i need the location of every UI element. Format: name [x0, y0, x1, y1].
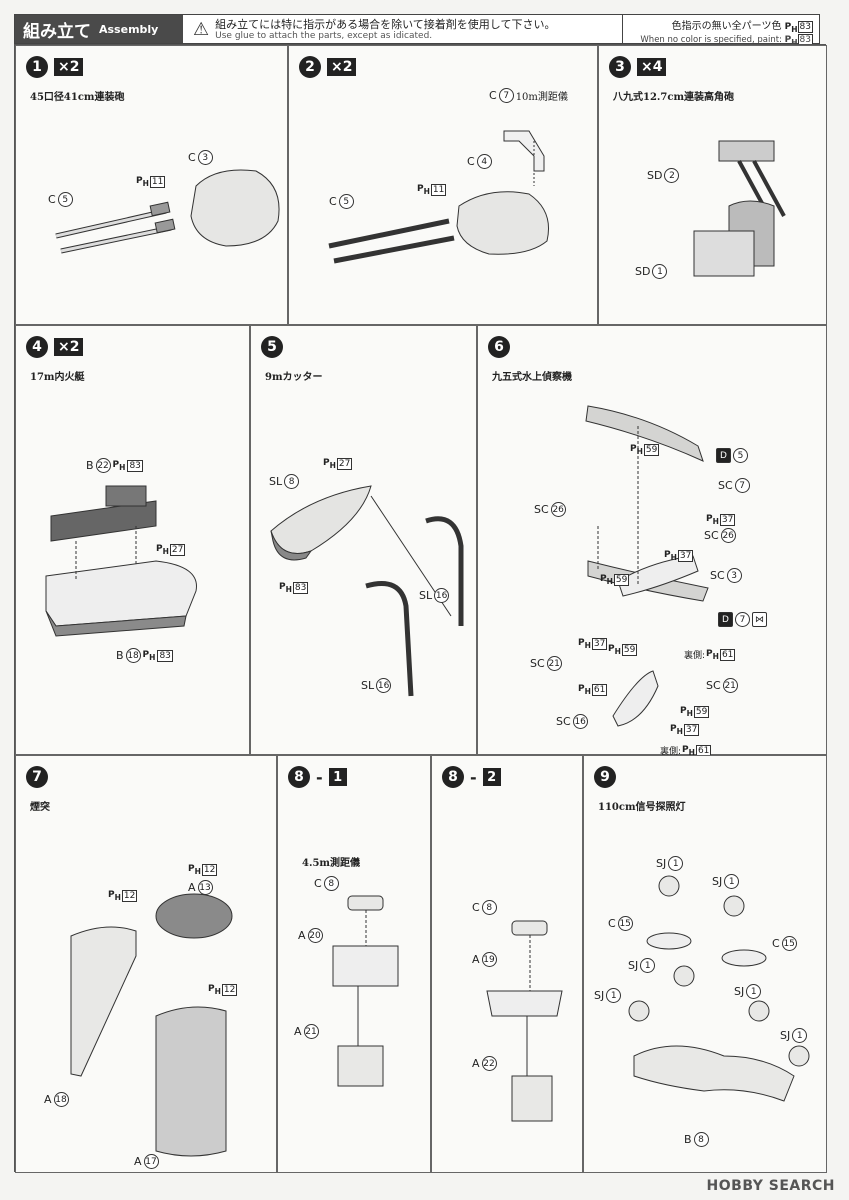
assembly-header: 組み立て Assembly ⚠ 組み立てには特に指示がある場合を除いて接着剤を使…: [14, 14, 820, 47]
warning-icon: ⚠: [193, 18, 210, 40]
assembly-title: 組み立て Assembly: [15, 15, 183, 43]
turret-illustration: [55, 169, 280, 254]
watermark: HOBBY SEARCH: [706, 1178, 835, 1194]
glue-notice: ⚠ 組み立てには特に指示がある場合を除いて接着剤を使用して下さい。 Use gl…: [183, 15, 623, 43]
